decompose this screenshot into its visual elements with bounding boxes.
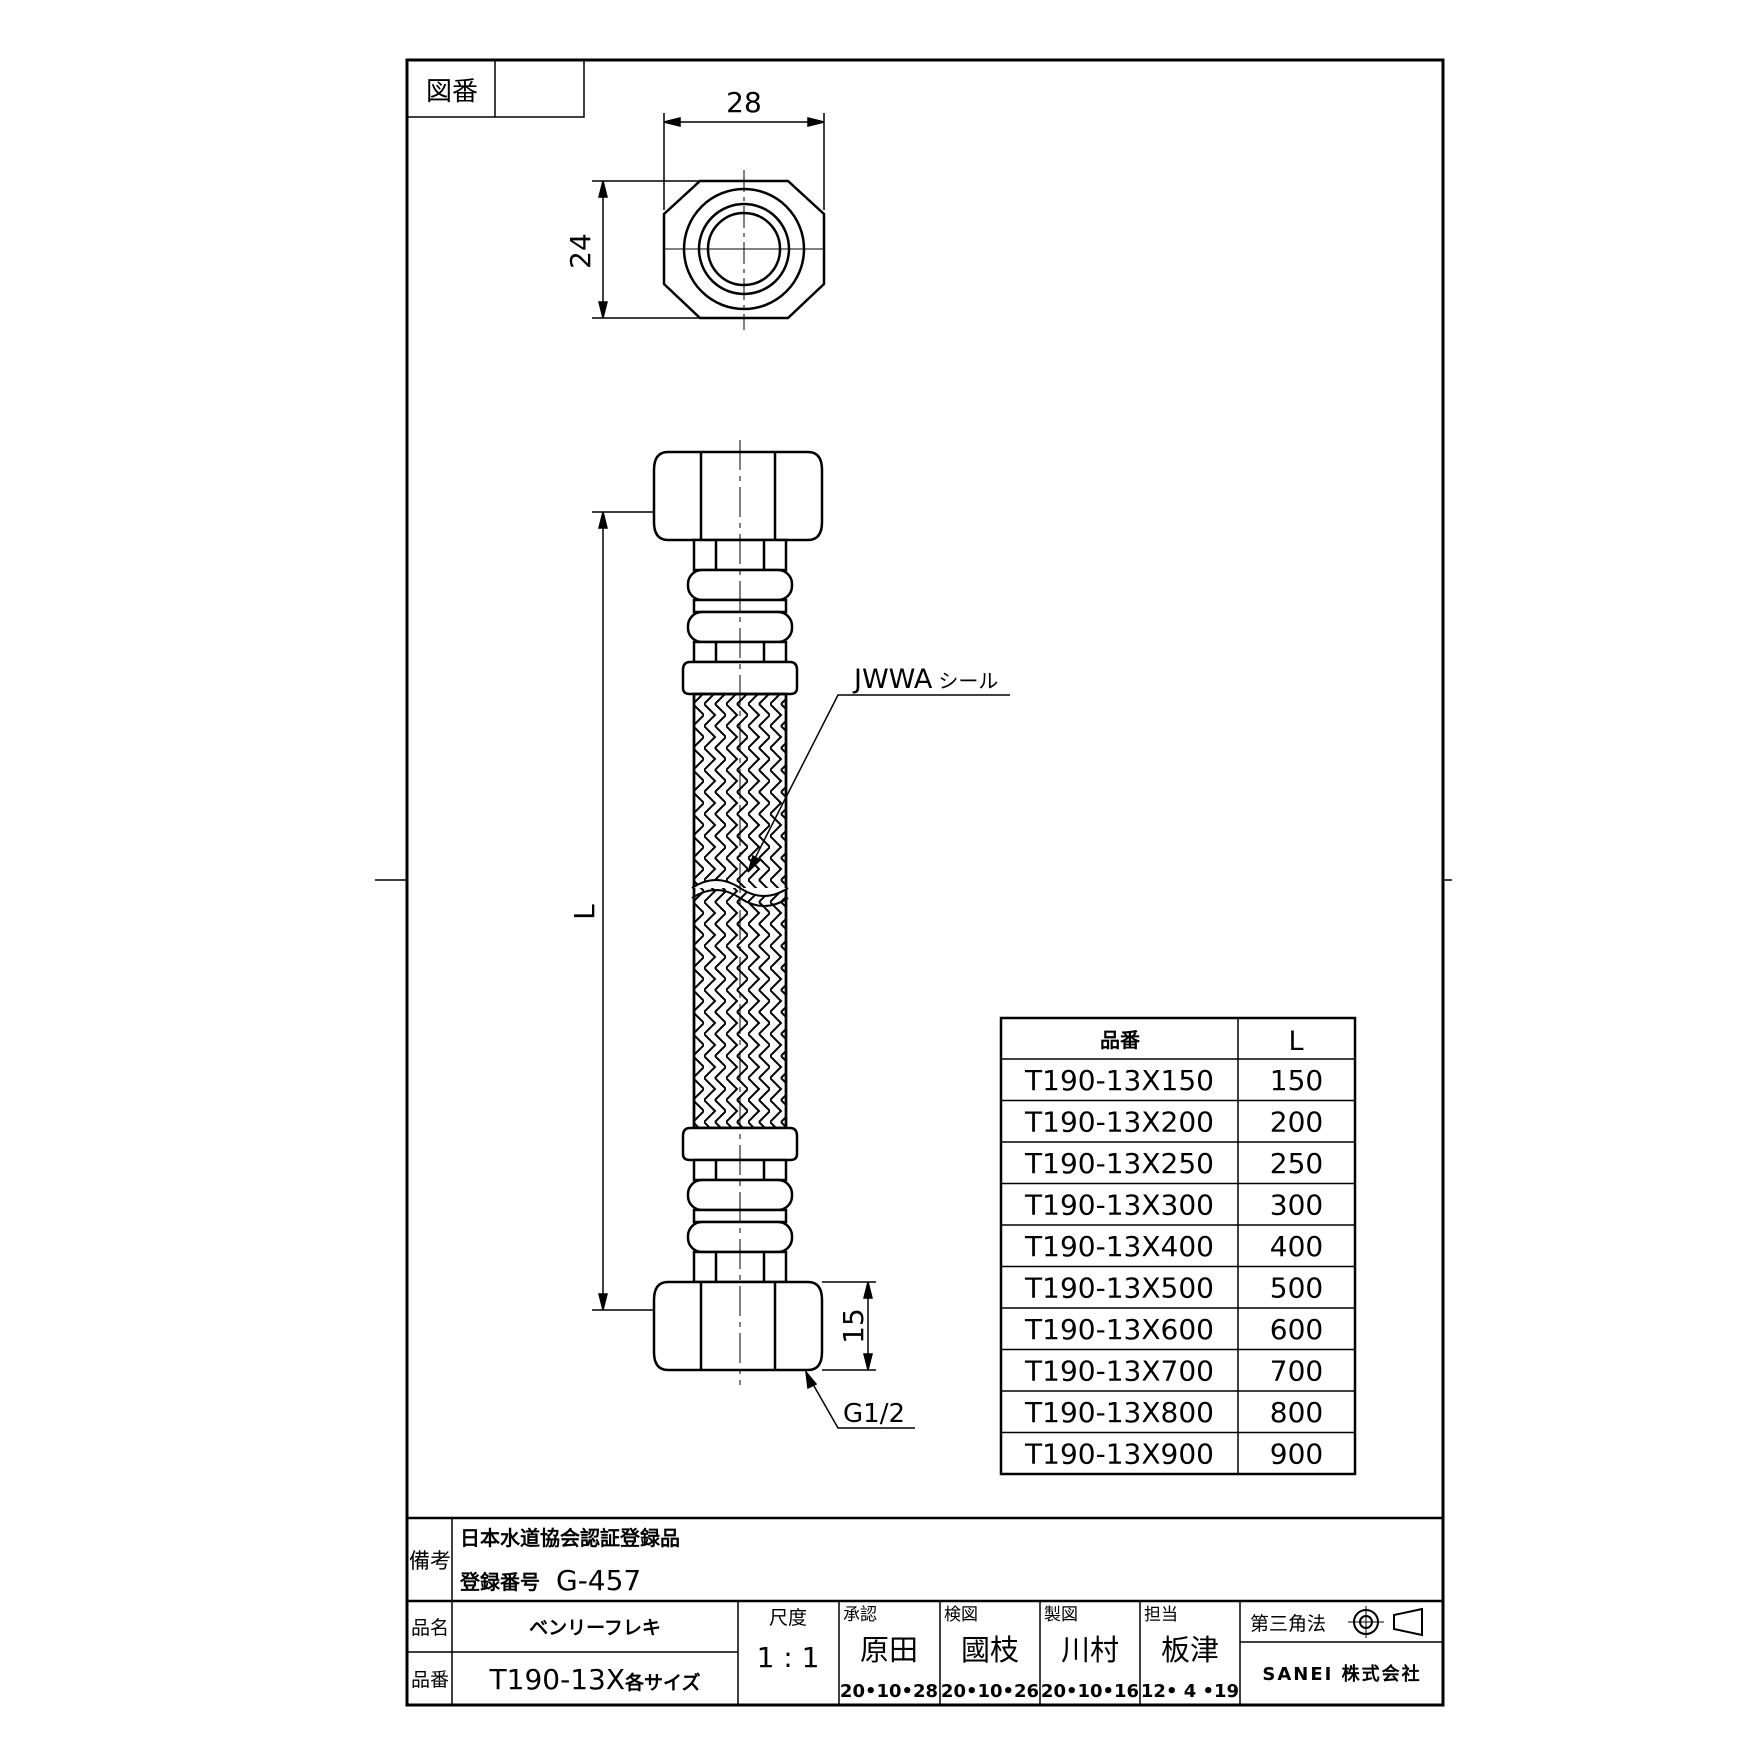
drawing-number-box: 図番 [406,59,585,118]
dimension-hex-width [663,113,825,210]
product-name-label: 品名 [411,1617,449,1639]
table-header-length: L [1288,1026,1303,1057]
approval-role: 検図 [944,1605,978,1625]
approval-cell-checked: 検図 國枝 20•10•26 [941,1605,1039,1702]
table-cell-part-number: T190-13X900 [1024,1437,1214,1470]
table-cell-part-number: T190-13X600 [1024,1313,1214,1346]
approval-name: 板津 [1161,1633,1219,1667]
table-cell-part-number: T190-13X250 [1024,1147,1214,1180]
approval-role: 担当 [1144,1605,1178,1625]
table-cell-length: 250 [1270,1147,1323,1180]
scale-value: 1 : 1 [757,1641,820,1674]
dimension-length-label: L [568,904,601,920]
hex-nut-end-view [662,170,826,330]
approval-name: 川村 [1061,1633,1119,1667]
approval-cell-drawn: 製図 川村 20•10•16 [1041,1605,1139,1702]
company-name: SANEI 株式会社 [1262,1663,1421,1685]
table-cell-length: 700 [1270,1354,1323,1387]
dimension-thread-length-label: 15 [837,1308,870,1344]
product-name: ベンリーフレキ [529,1617,661,1639]
approval-cell-approved: 承認 原田 20•10•28 [840,1605,938,1702]
approval-role: 承認 [843,1605,877,1625]
dimension-hex-height-label: 24 [564,233,597,269]
dimension-hex-width-label: 28 [726,86,762,119]
projection-method: 第三角法 [1250,1613,1326,1635]
table-cell-part-number: T190-13X500 [1024,1271,1214,1304]
dimension-length [592,511,654,1311]
remarks-label: 備考 [409,1549,451,1573]
table-cell-part-number: T190-13X200 [1024,1105,1214,1138]
table-cell-length: 800 [1270,1396,1323,1429]
part-number: T190-13X各サイズ [489,1663,701,1696]
registration-number: G-457 [556,1564,641,1597]
registration-label: 登録番号 [459,1570,540,1594]
table-cell-length: 400 [1270,1230,1323,1263]
thread-label: G1/2 [843,1399,905,1429]
table-cell-part-number: T190-13X700 [1024,1354,1214,1387]
third-angle-projection-icon [1348,1606,1423,1638]
table-cell-length: 300 [1270,1188,1323,1221]
table-cell-part-number: T190-13X400 [1024,1230,1214,1263]
approval-name: 國枝 [961,1633,1019,1667]
table-cell-length: 600 [1270,1313,1323,1346]
remarks-line1: 日本水道協会認証登録品 [460,1526,680,1550]
part-number-label: 品番 [411,1669,449,1691]
remarks-section [407,1516,1443,1603]
scale-label: 尺度 [769,1607,807,1629]
table-cell-length: 500 [1270,1271,1323,1304]
seal-leader [747,694,1010,873]
table-cell-length: 150 [1270,1064,1323,1097]
drawing-border [405,58,1445,1707]
title-block [407,1601,1443,1705]
table-cell-length: 900 [1270,1437,1323,1470]
thread-leader [804,1369,915,1429]
dimension-thread-length [822,1281,876,1371]
table-cell-length: 200 [1270,1105,1323,1138]
table-cell-part-number: T190-13X300 [1024,1188,1214,1221]
approval-role: 製図 [1044,1605,1078,1625]
approval-date: 20•10•16 [1041,1681,1139,1702]
table-header-part-number: 品番 [1100,1028,1141,1052]
table-cell-part-number: T190-13X150 [1024,1064,1214,1097]
approval-cell-in-charge: 担当 板津 12• 4 •19 [1141,1605,1239,1702]
drawing-number-label: 図番 [426,77,478,107]
dimension-hex-height [592,180,700,319]
table-cell-part-number: T190-13X800 [1024,1396,1214,1429]
approval-date: 12• 4 •19 [1141,1681,1239,1702]
approval-date: 20•10•26 [941,1681,1039,1702]
approval-date: 20•10•28 [840,1681,938,1702]
approval-name: 原田 [860,1633,918,1667]
hose-side-view [652,450,824,1372]
